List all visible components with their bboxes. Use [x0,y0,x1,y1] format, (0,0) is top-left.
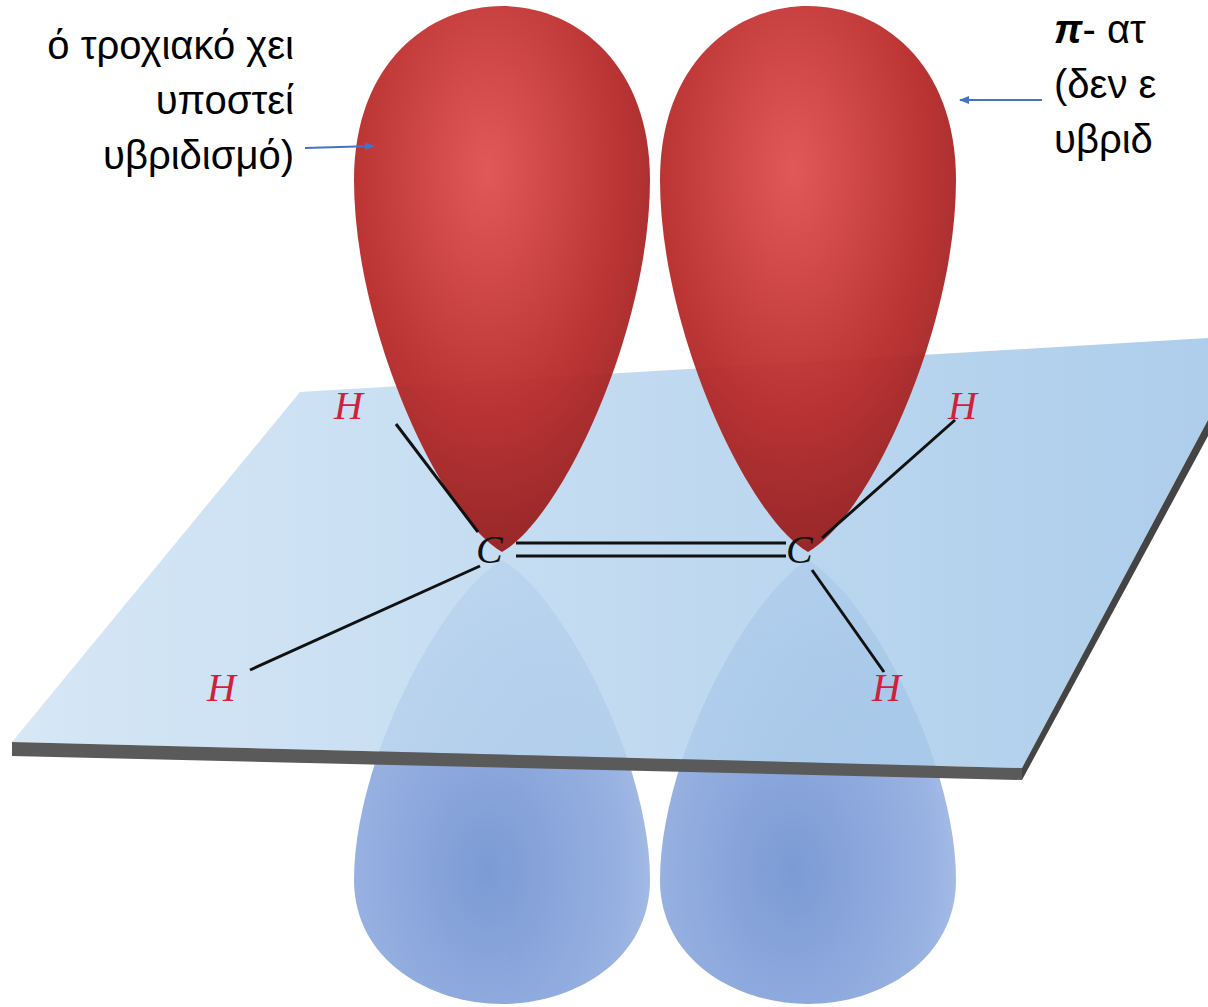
pi-orbital-note: π- ατ (δεν ε υβριδ [1054,2,1204,167]
leader-arrows [305,100,1042,148]
bond-lines [250,420,955,672]
hydrogen-atom: H [948,384,977,428]
hydrogen-atom: H [207,666,236,710]
orbital-note: ό τροχιακό χει υποστεί υβριδισμό) [10,18,294,183]
hydrogen-atom: H [872,666,901,710]
molecular-plane [12,338,1208,780]
upper-lobes [354,6,956,552]
carbon-atom: C [476,528,503,572]
carbon-atom: C [786,528,813,572]
hydrogen-atom: H [334,384,363,428]
